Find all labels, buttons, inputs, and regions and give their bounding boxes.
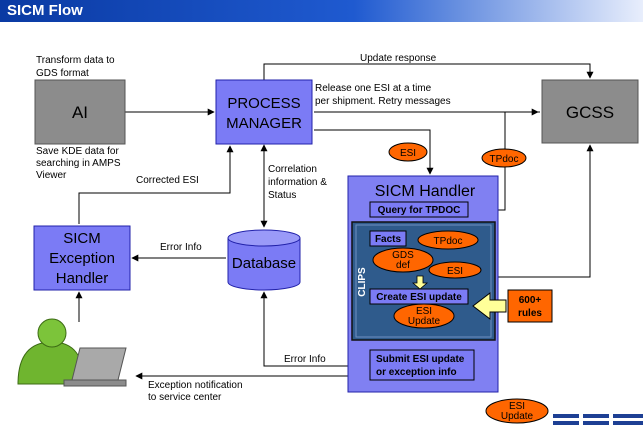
svg-text:SICM: SICM xyxy=(63,230,101,247)
rules-arrow xyxy=(472,291,507,321)
svg-text:ESI: ESI xyxy=(447,266,463,277)
svg-text:Error Info: Error Info xyxy=(160,242,202,253)
connectors xyxy=(75,63,594,380)
svg-text:Submit ESI update: Submit ESI update xyxy=(376,354,465,365)
svg-text:to service center: to service center xyxy=(148,392,222,403)
gds-def-oval xyxy=(372,247,434,273)
svg-text:ESI: ESI xyxy=(400,148,416,159)
svg-text:GDS format: GDS format xyxy=(36,68,89,79)
svg-text:SICM Handler: SICM Handler xyxy=(375,183,476,200)
svg-text:Exception: Exception xyxy=(49,250,115,267)
bottom-esi-update-oval: ESI Update xyxy=(485,398,549,424)
svg-text:GCSS: GCSS xyxy=(566,103,614,122)
labels: Transform data to GDS format Save KDE da… xyxy=(36,53,451,403)
svg-text:TPdoc: TPdoc xyxy=(490,154,519,165)
svg-text:Update: Update xyxy=(408,316,441,327)
svg-text:Update response: Update response xyxy=(360,53,437,64)
down-arrow xyxy=(411,275,429,290)
rules-box: 600+ rules xyxy=(472,289,553,323)
svg-text:searching in AMPS: searching in AMPS xyxy=(36,158,121,169)
query-box xyxy=(369,201,469,218)
svg-text:def: def xyxy=(396,260,410,271)
svg-text:Facts: Facts xyxy=(375,234,402,245)
pm-to-handler-arrow xyxy=(314,129,434,175)
svg-text:TPdoc: TPdoc xyxy=(434,236,463,247)
svg-text:Save KDE data for: Save KDE data for xyxy=(36,146,119,157)
svg-text:Viewer: Viewer xyxy=(36,170,67,181)
svg-text:ESI: ESI xyxy=(509,401,525,412)
svg-text:Transform data to: Transform data to xyxy=(36,55,115,66)
handler-to-db-arrow xyxy=(260,291,348,367)
exception-to-pm-arrow xyxy=(78,145,234,224)
page-title: SICM Flow xyxy=(7,2,83,19)
esi-oval: ESI xyxy=(388,142,428,162)
svg-text:Corrected ESI: Corrected ESI xyxy=(136,175,199,186)
svg-text:information &: information & xyxy=(268,177,327,188)
user-computer-icon xyxy=(17,318,127,387)
svg-text:Status: Status xyxy=(268,190,296,201)
svg-text:ESI: ESI xyxy=(416,306,432,317)
svg-text:Database: Database xyxy=(232,255,296,272)
svg-text:Correlation: Correlation xyxy=(268,164,317,175)
svg-text:GDS: GDS xyxy=(392,250,414,261)
svg-text:AI: AI xyxy=(72,103,88,122)
svg-text:Update: Update xyxy=(501,411,534,422)
svg-text:PROCESS: PROCESS xyxy=(227,95,300,112)
svg-text:Exception notification: Exception notification xyxy=(148,380,243,391)
facts-tpdoc-oval xyxy=(417,230,479,250)
gcss-node: GCSS xyxy=(541,79,639,144)
svg-text:per shipment. Retry messages: per shipment. Retry messages xyxy=(315,96,451,107)
submit-box xyxy=(369,349,475,381)
title-bar: SICM Flow xyxy=(0,0,643,22)
svg-text:or exception info: or exception info xyxy=(376,367,457,378)
facts-box xyxy=(369,230,407,247)
svg-text:600+: 600+ xyxy=(519,295,542,306)
svg-text:Release one ESI at a time: Release one ESI at a time xyxy=(315,83,432,94)
database-node: Database xyxy=(227,229,301,291)
svg-text:Handler: Handler xyxy=(56,270,109,287)
process-manager-node: PROCESS MANAGER xyxy=(215,79,313,145)
esi-update-oval xyxy=(393,303,455,329)
ai-node: AI xyxy=(34,79,126,145)
update-response-arrow xyxy=(263,63,594,80)
exception-handler-node: SICM Exception Handler xyxy=(33,225,131,291)
svg-text:CLIPS: CLIPS xyxy=(357,267,368,297)
handler-to-gcss-arrow xyxy=(498,144,594,278)
facts-esi-oval xyxy=(428,261,482,279)
svg-text:rules: rules xyxy=(518,308,542,319)
tpdoc-oval: TPdoc xyxy=(481,148,527,168)
svg-text:MANAGER: MANAGER xyxy=(226,115,302,132)
sicm-handler-node: SICM Handler Query for TPDOC CLIPS Facts… xyxy=(347,175,499,393)
svg-text:Create ESI update: Create ESI update xyxy=(376,292,462,303)
partial-logo xyxy=(553,414,643,425)
svg-text:Error Info: Error Info xyxy=(284,354,326,365)
svg-text:Query for TPDOC: Query for TPDOC xyxy=(378,205,461,216)
